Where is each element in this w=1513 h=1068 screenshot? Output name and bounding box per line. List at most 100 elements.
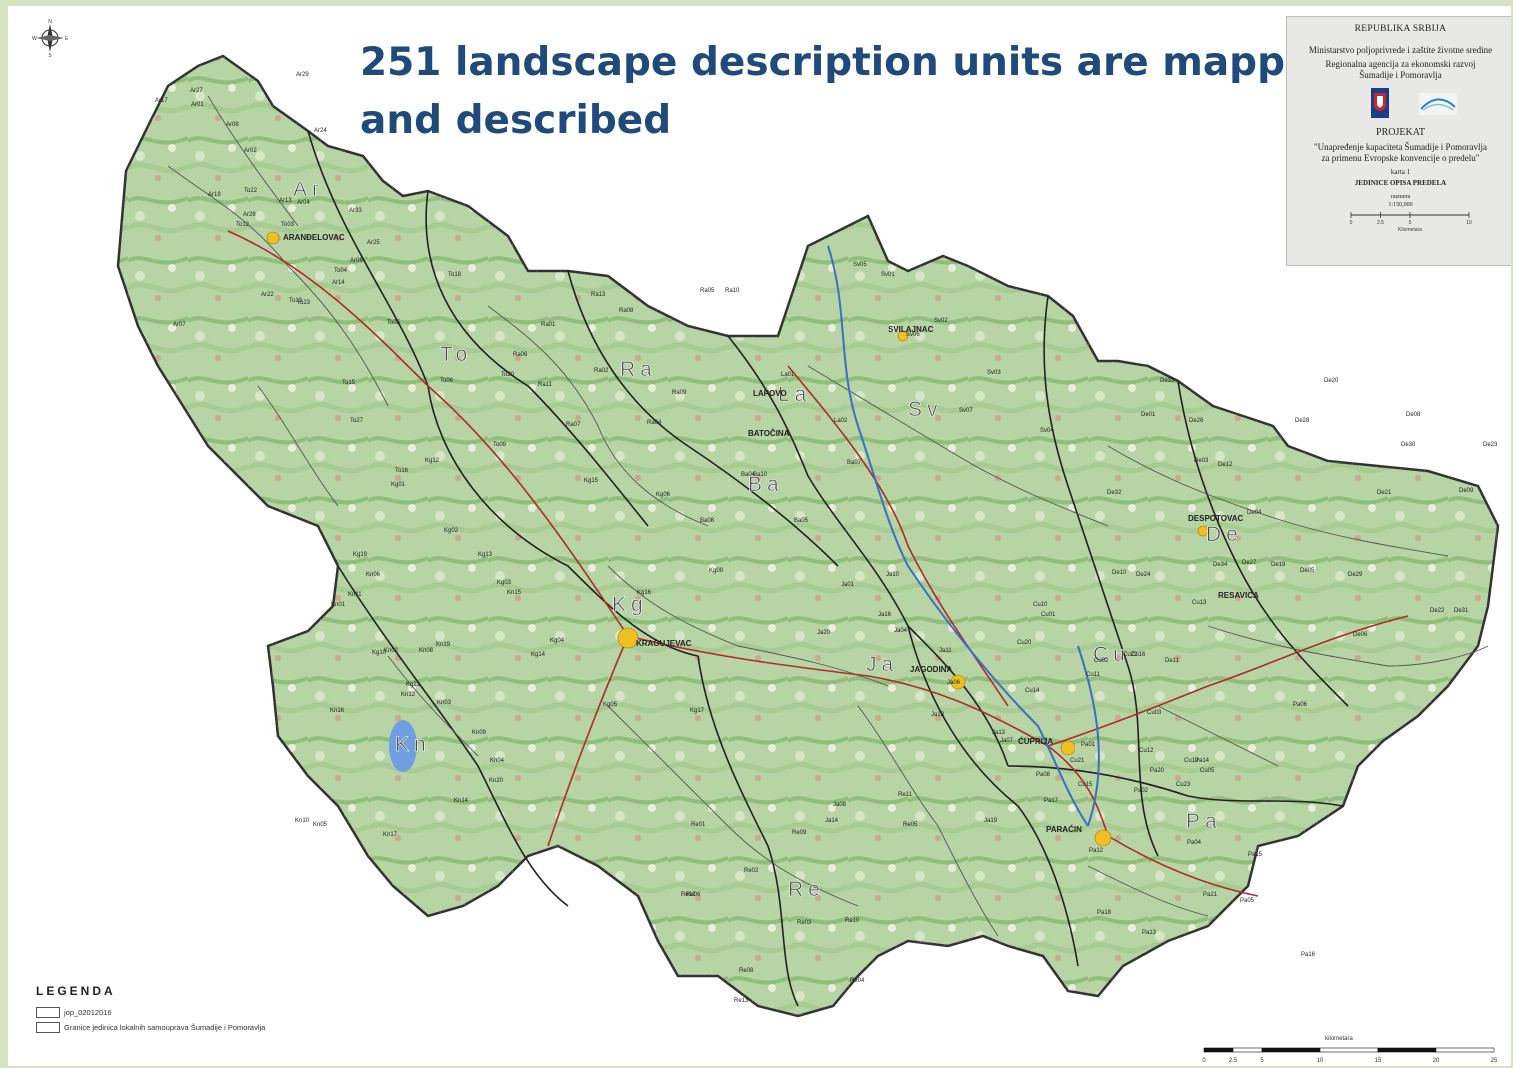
towns [266,231,1209,847]
unit-label: Ra08 [619,308,634,314]
unit-label: To20 [501,372,515,378]
unit-label: Ar07 [173,322,186,328]
unit-label: Re08 [739,968,754,974]
scale-segment [1203,1047,1234,1053]
unit-label: To03 [281,222,295,228]
unit-label: Pa12 [1089,848,1104,854]
unit-label: Kn17 [383,832,398,838]
unit-label: Ar13 [279,198,292,204]
unit-label: Kg12 [425,458,440,464]
scale-segment [1319,1047,1379,1053]
unit-label: Ja10 [886,572,900,578]
unit-label: De22 [1430,608,1445,614]
unit-label: De31 [1454,608,1469,614]
unit-label: Ar02 [244,148,257,154]
unit-label: Cu13 [1192,600,1207,606]
unit-label: Kg16 [637,590,652,596]
unit-label: Ra04 [647,420,662,426]
unit-label: Ar27 [190,88,203,94]
scale-ratio: 1:150,000 [1388,202,1413,208]
unit-label: Pa04 [1187,840,1202,846]
unit-label: Ra07 [566,422,581,428]
town-label: ĆUPRIJA [1018,737,1053,746]
region-label: To [440,343,472,366]
rivers [827,245,1100,827]
unit-label: Re01 [691,822,706,828]
unit-label: Ra11 [538,382,553,388]
unit-label: Kn14 [454,798,469,804]
unit-label: Kn08 [419,648,434,654]
unit-label: Sv01 [881,272,895,278]
unit-label: Pa02 [1134,788,1149,794]
town-label: BATOČINA [748,429,790,438]
unit-label: Cu11 [1086,672,1101,678]
region-label: Ja [866,653,898,676]
unit-label: Kg04 [550,638,565,644]
unit-label: Ar17 [155,98,168,104]
unit-label: Ba08 [700,518,715,524]
town-label: JAGODINA [910,665,952,674]
unit-label: Ar04 [297,200,310,206]
region-label: Ra [620,358,657,381]
unit-label: Kg19 [353,552,368,558]
unit-label: De03 [1194,458,1209,464]
unit-label: Ja06 [947,680,961,686]
unit-label: Cu01 [1041,612,1056,618]
unit-label: De27 [1242,560,1257,566]
unit-label: Pa14 [1195,758,1210,764]
unit-label: Pa01 [1081,742,1096,748]
unit-label: Cu16 [1131,652,1146,658]
unit-label: Kn06 [366,572,381,578]
unit-label: To16 [395,468,409,474]
unit-label: La02 [834,418,848,424]
unit-label: De33 [1160,378,1175,384]
unit-label: Ja20 [817,630,831,636]
unit-label: To04 [334,268,348,274]
unit-label: Pa18 [1097,910,1112,916]
scale-tick-label: 10 [1466,220,1472,226]
unit-label: Re11 [898,792,913,798]
unit-label: Pa17 [1044,798,1059,804]
unit-label: Ja11 [939,648,952,654]
unit-label: De04 [1247,510,1262,516]
unit-label: Kg06 [656,492,671,498]
scale-tick-label: 5 [1260,1058,1264,1064]
region-label: Kg [612,593,648,616]
unit-label: To09 [493,442,507,448]
unit-label: Kn05 [313,822,328,828]
legend-title: LEGENDA [36,984,116,998]
unit-label: Kg17 [690,708,705,714]
unit-label: Kn10 [295,818,310,824]
unit-label: Cu23 [1176,782,1191,788]
unit-label: Cu14 [1025,688,1040,694]
unit-label: Kn20 [489,778,504,784]
unit-label: Kn02 [384,648,399,654]
unit-label: Ar14 [332,280,345,286]
unit-label: Kg15 [584,478,599,484]
unit-label: De12 [1218,462,1233,468]
unit-label: Sv06 [906,332,920,338]
region-label: La [778,383,811,406]
region-label: Sv [908,398,943,421]
unit-label: Cu02 [1094,658,1109,664]
unit-label: De10 [1112,570,1127,576]
slide-title: 251 landscape description units are mapp… [360,34,1339,150]
unit-label: Kn04 [490,758,505,764]
unit-label: Kn11 [348,592,362,598]
town-label: PARAĆIN [1046,825,1082,834]
unit-label: Ar01 [191,102,204,108]
unit-label: To05 [387,320,401,326]
unit-label: Pa06 [1293,702,1308,708]
unit-label: Ja19 [984,818,998,824]
unit-label: Pa21 [1203,892,1218,898]
unit-label: Kg03 [497,580,512,586]
unit-label: De21 [1377,490,1392,496]
unit-label: Cu05 [1200,768,1215,774]
unit-label: Re04 [850,978,865,984]
scale-tick-label: 15 [1375,1058,1382,1064]
unit-label: Kn19 [436,642,451,648]
